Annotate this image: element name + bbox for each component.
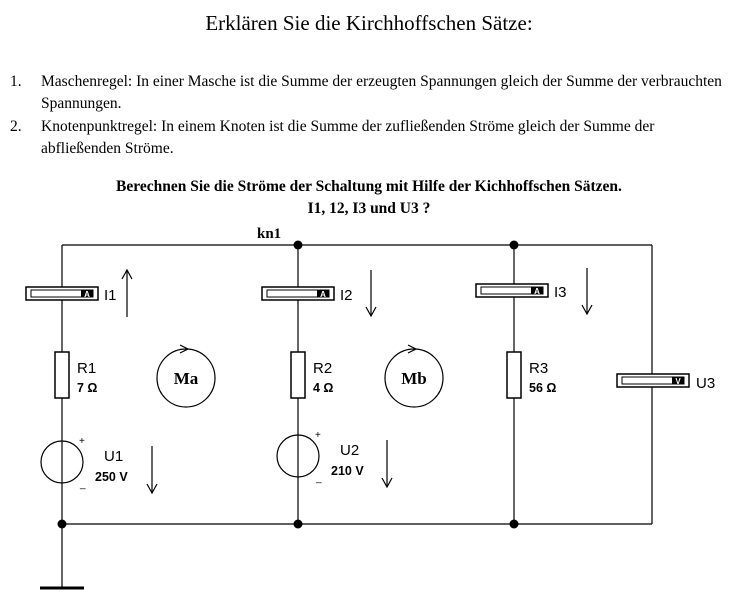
rule-number: 2.: [10, 118, 22, 135]
ammeter-label-i3: I3: [554, 284, 567, 301]
polarity-plus: +: [79, 436, 85, 447]
junction-dot: [57, 519, 67, 529]
source-value-u1: 250 V: [95, 470, 128, 484]
rule-text: Knotenpunktregel: In einem Knoten ist di…: [41, 118, 655, 157]
mesh-loop-ma: [156, 344, 216, 408]
junction-dot: [509, 519, 519, 529]
ammeter-symbol: A: [534, 287, 540, 296]
task-question: I1, 12, I3 und U3 ?: [307, 200, 431, 217]
junction-dot: [293, 519, 303, 529]
arrow-down-icon: [581, 268, 593, 316]
resistor-r1: [54, 351, 70, 399]
ammeter-label-i2: I2: [340, 287, 353, 304]
source-label-u2: U2: [340, 442, 359, 459]
page-title: Erklären Sie die Kirchhoffschen Sätze:: [205, 11, 533, 35]
ammeter-i3: A: [475, 283, 549, 298]
source-value-u2: 210 V: [331, 464, 364, 478]
resistor-value-r2: 4 Ω: [313, 381, 333, 395]
polarity-minus: _: [79, 479, 86, 490]
arrow-down-icon: [381, 440, 393, 489]
junction-dot: [293, 240, 303, 250]
mesh-label-mb: Mb: [401, 369, 427, 388]
ammeter-symbol: A: [84, 290, 90, 299]
ammeter-i2: A: [261, 286, 335, 301]
arrow-up-icon: [121, 268, 133, 317]
resistor-label-r1: R1: [77, 360, 96, 377]
loop-direction-icon: [407, 344, 418, 354]
ammeter-i1: A: [25, 286, 99, 301]
ammeter-symbol: A: [320, 290, 326, 299]
polarity-plus: +: [315, 430, 321, 441]
polarity-minus: _: [315, 473, 322, 484]
resistor-label-r2: R2: [313, 360, 332, 377]
mesh-label-ma: Ma: [174, 369, 199, 388]
rule-text: Maschenregel: In einer Masche ist die Su…: [41, 73, 722, 112]
resistor-label-r3: R3: [529, 360, 548, 377]
resistor-value-r3: 56 Ω: [529, 381, 556, 395]
resistor-r2: [290, 351, 306, 399]
loop-direction-icon: [179, 344, 190, 354]
voltage-source-u2: [276, 434, 320, 478]
source-label-u1: U1: [104, 448, 123, 465]
junction-dot: [509, 240, 519, 250]
voltmeter-u3: V: [616, 373, 690, 388]
junction-dots: [57, 240, 519, 529]
node-label-kn1: kn1: [257, 226, 281, 242]
arrow-down-icon: [365, 270, 377, 318]
task-heading: Berechnen Sie die Ströme der Schaltung m…: [116, 178, 622, 195]
ammeter-label-i1: I1: [104, 287, 117, 304]
rule-number: 1.: [10, 73, 22, 90]
voltage-source-u1: [40, 440, 84, 484]
mesh-loop-mb: [384, 344, 444, 408]
resistor-r3: [506, 351, 522, 399]
arrow-down-icon: [146, 446, 158, 495]
voltmeter-label-u3: U3: [696, 375, 715, 392]
resistor-value-r1: 7 Ω: [77, 381, 97, 395]
voltmeter-symbol: V: [675, 377, 681, 386]
